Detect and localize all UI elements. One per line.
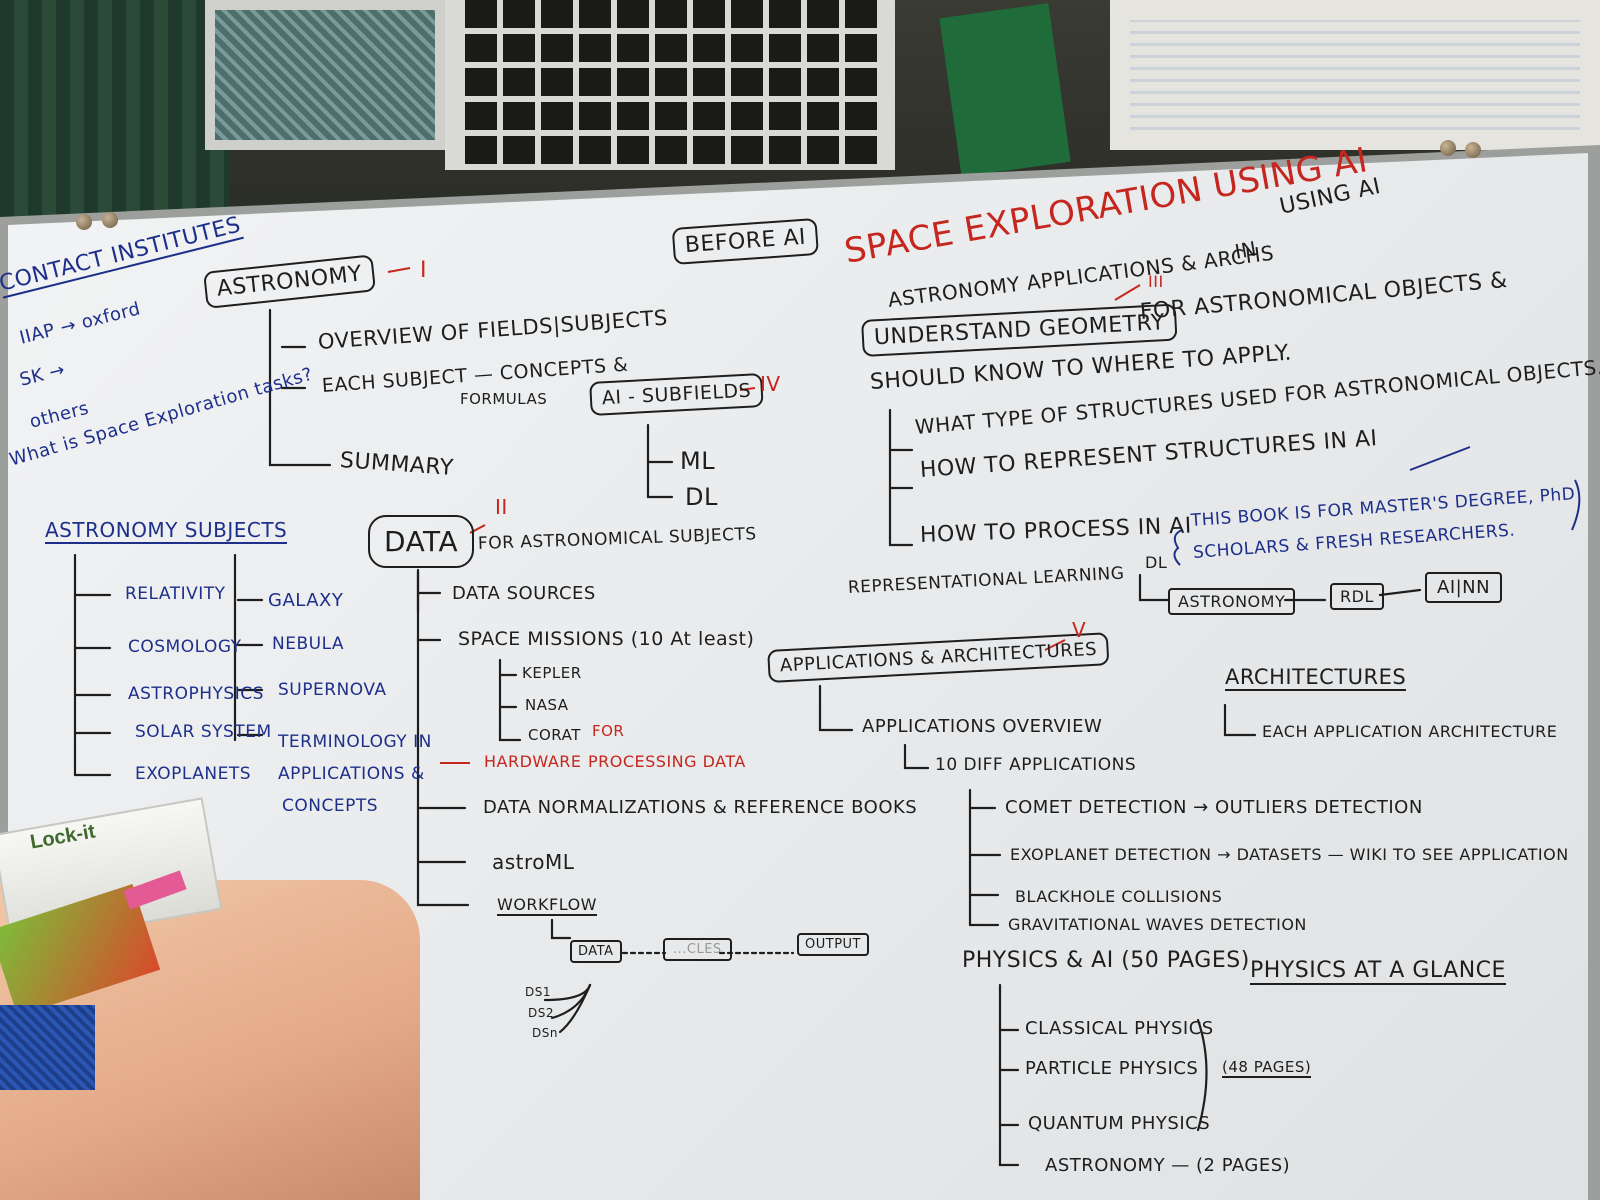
data-item: astroML [492, 850, 575, 874]
subjects-title: ASTRONOMY SUBJECTS [45, 518, 288, 544]
workflow-ds: DSn [532, 1026, 558, 1040]
applications-item: EXOPLANET DETECTION → DATASETS — WIKI TO… [1010, 845, 1569, 864]
data-item: NASA [525, 696, 569, 714]
curtain [0, 0, 230, 230]
numeral-3: III [1148, 272, 1164, 291]
data-item: DATA NORMALIZATIONS & REFERENCE BOOKS [483, 797, 918, 818]
subject-item: CONCEPTS [282, 796, 379, 816]
workflow-output-box: OUTPUT [797, 933, 869, 956]
applications-item: GRAVITATIONAL WAVES DETECTION [1008, 915, 1307, 934]
numeral-1: I [420, 258, 427, 283]
ai-subfield-ml: ML [680, 447, 716, 475]
subject-item: EXOPLANETS [135, 764, 252, 784]
subject-item: ASTROPHYSICS [128, 684, 264, 704]
workflow-ds: DS2 [528, 1006, 554, 1020]
numeral-5: V [1072, 618, 1087, 642]
numeral-2: II [495, 495, 508, 519]
physics-pages-note: (48 PAGES) [1222, 1058, 1312, 1078]
data-item-hardware: HARDWARE [484, 752, 582, 771]
chain-ai-nn: AI|NN [1425, 572, 1503, 603]
subject-item: GALAXY [268, 590, 344, 611]
workflow-data-box: DATA [570, 940, 622, 963]
physics-item: QUANTUM PHYSICS [1028, 1113, 1211, 1134]
architectures-title: ARCHITECTURES [1225, 665, 1407, 691]
magnet [76, 214, 92, 230]
magnet [1465, 142, 1481, 158]
workflow-process-box: ...CLES [663, 938, 732, 961]
magnet [102, 212, 118, 228]
physics-glance: PHYSICS AT A GLANCE [1250, 958, 1506, 985]
data-box: DATA [368, 515, 475, 568]
data-item-processing: PROCESSING DATA [588, 752, 746, 771]
blue-fabric [0, 1005, 95, 1090]
applications-item: COMET DETECTION → OUTLIERS DETECTION [1005, 797, 1423, 818]
physics-title: PHYSICS & AI (50 PAGES) [962, 948, 1250, 973]
subject-item: NEBULA [272, 634, 345, 654]
wall-poster [1110, 0, 1600, 150]
chain-rdl: RDL [1330, 583, 1384, 610]
window [205, 0, 445, 150]
applications-item: APPLICATIONS OVERVIEW [862, 716, 1103, 737]
astronomy-item: FORMULAS [460, 390, 548, 408]
magnet [1440, 140, 1456, 156]
numeral-4: IV [760, 372, 781, 396]
window-grill [445, 0, 895, 170]
ai-subfield-dl: DL [685, 483, 718, 511]
workflow-ds: DS1 [525, 985, 551, 999]
architectures-item: EACH APPLICATION ARCHITECTURE [1262, 722, 1558, 741]
data-item: SPACE MISSIONS (10 At least) [458, 628, 755, 650]
physics-item: PARTICLE PHYSICS [1025, 1058, 1199, 1079]
physics-item: CLASSICAL PHYSICS [1025, 1018, 1214, 1039]
data-item-for: FOR [592, 722, 625, 740]
data-item: DATA SOURCES [452, 583, 596, 604]
applications-item: 10 DIFF APPLICATIONS [935, 755, 1137, 775]
subject-item: SOLAR SYSTEM [135, 722, 272, 742]
subject-item: TERMINOLOGY IN [278, 732, 432, 752]
physics-item: ASTRONOMY — (2 PAGES) [1045, 1155, 1291, 1176]
applications-item: BLACKHOLE COLLISIONS [1015, 887, 1223, 906]
repr-dl: DL [1145, 553, 1168, 572]
subject-item: COSMOLOGY [128, 637, 242, 657]
subject-item: APPLICATIONS & [278, 764, 425, 784]
subject-item: RELATIVITY [125, 584, 226, 604]
chain-astronomy: ASTRONOMY [1168, 588, 1296, 615]
data-item-workflow: WORKFLOW [497, 895, 597, 916]
data-item: KEPLER [522, 664, 582, 682]
subject-item: SUPERNOVA [278, 680, 387, 700]
data-item: CORAT [528, 726, 581, 744]
